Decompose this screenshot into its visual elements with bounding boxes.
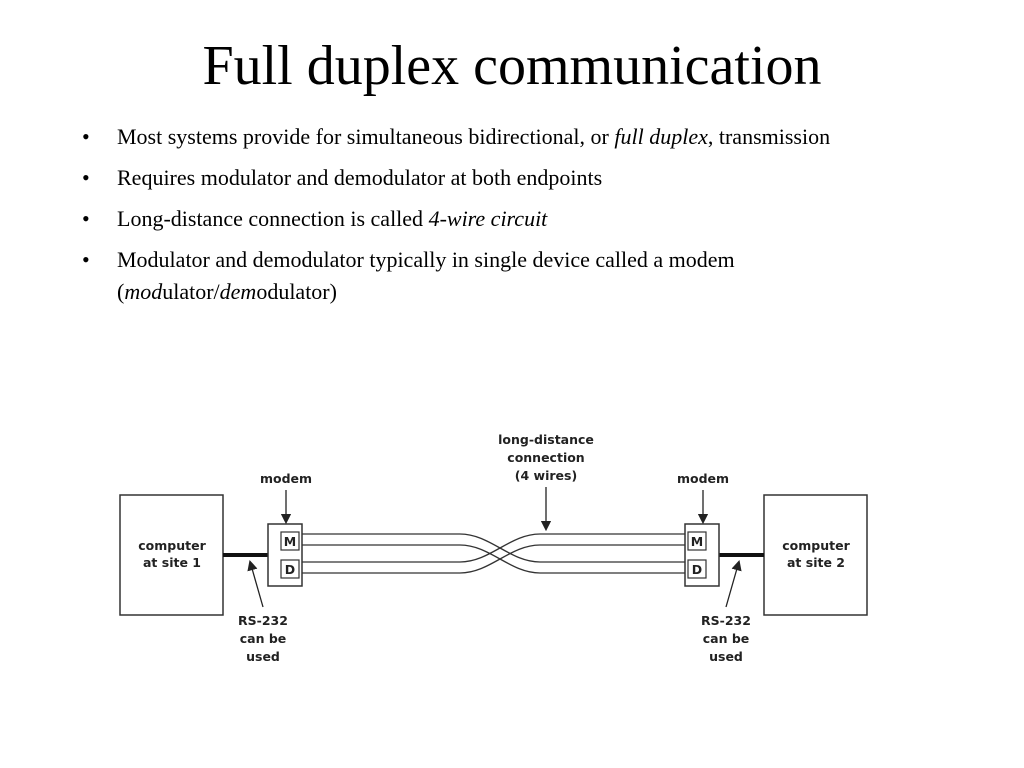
rs232-label-left: RS-232 [238, 613, 288, 628]
bullet-item: • Modulator and demodulator typically in… [80, 244, 960, 308]
bullet-emphasis: mod [124, 279, 163, 304]
slide-title: Full duplex communication [202, 35, 822, 97]
bullet-text: Long-distance connection is called [117, 206, 429, 231]
modulator-box-right [687, 531, 707, 551]
bullet-list: • Most systems provide for simultaneous … [80, 121, 960, 317]
bullet-text: Requires modulator and demodulator at bo… [117, 165, 603, 190]
bullet-marker: • [82, 206, 90, 231]
rs232-arrow-left [247, 560, 264, 608]
bullet-emphasis: dem [219, 279, 257, 304]
bullet-text: Most systems provide for simultaneous bi… [117, 124, 615, 149]
bullet-text: , transmission [707, 124, 831, 149]
computer-site-2-label: computer [782, 538, 850, 553]
computer-site-1-label: at site 1 [143, 555, 201, 570]
bullet-item: • Requires modulator and demodulator at … [80, 162, 960, 194]
connection-label: connection [507, 450, 584, 465]
demodulator-box-right [687, 559, 707, 579]
bullet-text: ulator/ [162, 279, 220, 304]
demodulator-letter-right: D [692, 562, 702, 577]
bullet-marker: • [82, 165, 90, 190]
computer-site-2-label: at site 2 [787, 555, 845, 570]
bullet-emphasis: 4-wire circuit [428, 206, 548, 231]
rs232-label-left: can be [240, 631, 287, 646]
modulator-letter-right: M [691, 534, 703, 549]
bullet-item: • Long-distance connection is called 4-w… [80, 203, 960, 235]
rs232-label-right: used [709, 649, 743, 664]
bullet-marker: • [82, 124, 90, 149]
computer-site-2-box [763, 494, 868, 616]
bullet-emphasis: full duplex [614, 124, 708, 149]
full-duplex-diagram: computer at site 1 computer at site 2 M … [119, 432, 868, 664]
four-wire-cable [302, 533, 685, 574]
connection-label: long-distance [498, 432, 594, 447]
bullet-marker: • [82, 247, 90, 272]
demodulator-box-left [280, 559, 300, 579]
modem-label-left: modem [260, 471, 312, 486]
computer-site-1-label: computer [138, 538, 206, 553]
demodulator-letter-left: D [285, 562, 295, 577]
rs232-arrow-right [725, 560, 742, 608]
bullet-text: Modulator and demodulator typically in s… [117, 247, 735, 304]
rs232-label-right: RS-232 [701, 613, 751, 628]
rs232-label-right: can be [703, 631, 750, 646]
computer-site-1-box [119, 494, 224, 616]
modulator-letter-left: M [284, 534, 296, 549]
modem-label-right: modem [677, 471, 729, 486]
bullet-item: • Most systems provide for simultaneous … [80, 121, 960, 153]
connection-label: (4 wires) [515, 468, 577, 483]
modulator-box-left [280, 531, 300, 551]
rs232-label-left: used [246, 649, 280, 664]
bullet-text: odulator) [256, 279, 337, 304]
